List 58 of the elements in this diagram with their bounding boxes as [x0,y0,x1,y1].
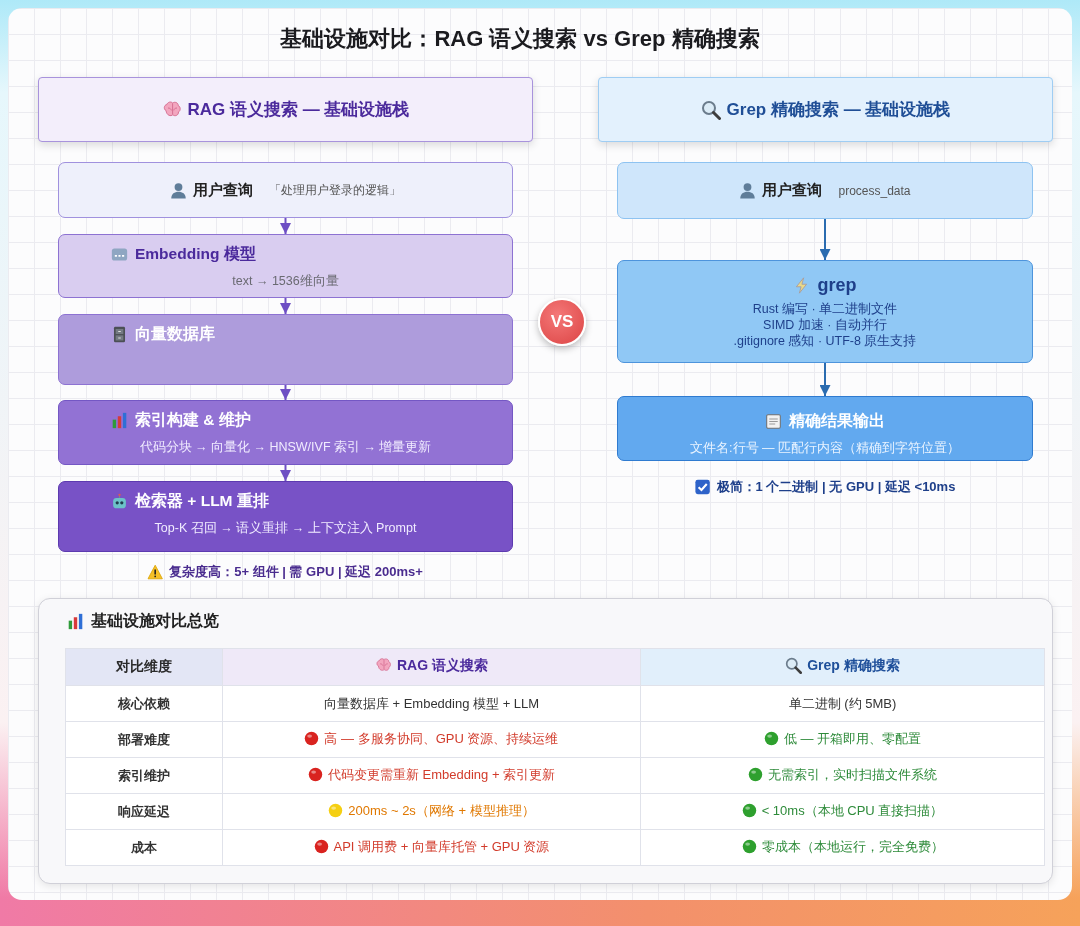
process-box [58,481,513,552]
step-title: 精确结果输出 [789,411,885,431]
row-label: 成本 [131,838,157,857]
step-title: 索引构建 & 维护 [135,410,251,430]
step-title: grep [817,274,857,297]
row-label: 部署难度 [118,730,170,749]
comparison-text: 高 — 多服务协同、GPU 资源、持续运维 [324,729,559,748]
comparison-text: API 调用费 + 向量库托管 + GPU 资源 [333,837,550,856]
column-heading: 对比维度 [116,658,172,676]
row-label: 响应延迟 [118,802,170,821]
comparison-text: 单二进制 (约 5MB) [788,694,897,713]
summary-note: 复杂度高：5+ 组件 | 需 GPU | 延迟 200ms+ [169,563,423,581]
summary-note: 极简：1 个二进制 | 无 GPU | 延迟 <10ms [716,478,956,496]
process-box [58,314,513,385]
query-label: 用户查询 [193,180,253,200]
arrow [819,218,831,261]
feature-line: SIMD 加速 · 自动并行 [763,318,887,333]
query-label: 用户查询 [762,181,823,200]
comparison-text: 向量数据库 + Embedding 模型 + LLM [323,694,540,713]
comparison-text: 低 — 开箱即用、零配置 [783,729,922,748]
column-heading: RAG 语义搜索 [397,656,488,675]
comparison-text: 代码变更需重新 Embedding + 索引更新 [327,765,556,784]
page-title: 基础设施对比：RAG 语义搜索 vs Grep 精确搜索 [280,25,760,53]
step-detail: text → 1536维向量 [232,274,339,289]
arrow [280,464,291,482]
stack-header-banner [38,77,533,142]
feature-line: Rust 编写 · 单二进制文件 [752,302,898,317]
step-title: Embedding 模型 [135,244,256,264]
process-box [58,400,513,465]
table-panel [38,598,1053,884]
arrow [280,384,291,401]
process-box [617,260,1033,363]
column-heading: Grep 精确搜索 [807,656,900,675]
comparison-text: 零成本（本地运行，完全免费） [761,837,944,856]
step-title: 向量数据库 [135,324,215,344]
process-box [617,396,1033,461]
process-box [58,234,513,298]
comparison-text: 200ms ~ 2s（网络 + 模型推理） [348,801,535,820]
row-label: 核心依赖 [118,694,170,713]
banner-title: Grep 精确搜索 — 基础设施栈 [726,99,951,121]
process-box [617,162,1033,219]
step-detail: 代码分块 → 向量化 → HNSW/IVF 索引 → 增量更新 [139,440,432,455]
comparison-text: < 10ms（本地 CPU 直接扫描） [761,801,944,820]
arrow [280,297,291,315]
step-title: 检索器 + LLM 重排 [135,491,269,511]
banner-title: RAG 语义搜索 — 基础设施栈 [187,99,410,121]
panel-title: 基础设施对比总览 [91,611,219,631]
row-label: 索引维护 [118,766,170,785]
query-example: process_data [838,183,911,198]
stack-header-banner [598,77,1053,142]
arrow [280,217,291,235]
comparison-text: 无需索引，实时扫描文件系统 [768,765,937,784]
query-example: 「处理用户登录的逻辑」 [269,181,401,199]
step-detail: 文件名:行号 — 匹配行内容（精确到字符位置） [690,441,960,456]
process-box [58,162,513,218]
arrow [819,362,831,397]
feature-line: .gitignore 感知 · UTF-8 原生支持 [733,334,917,349]
step-detail: Top-K 召回 → 语义重排 → 上下文注入 Prompt [154,521,417,536]
